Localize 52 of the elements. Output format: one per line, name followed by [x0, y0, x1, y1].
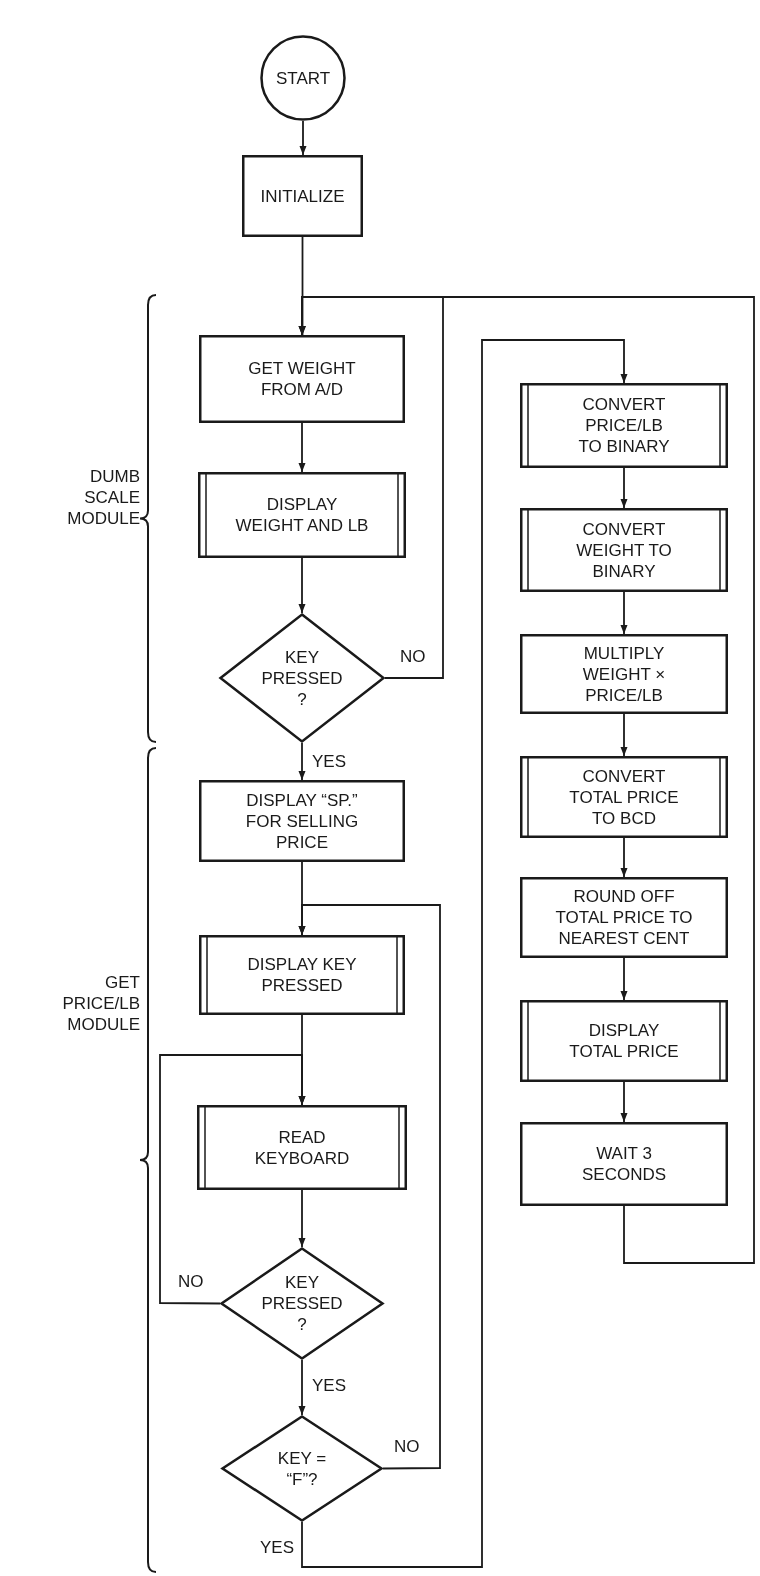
step-text: READ KEYBOARD — [253, 1126, 351, 1169]
step-text: KEY PRESSED ? — [260, 646, 344, 710]
step-text: DISPLAY TOTAL PRICE — [568, 1020, 680, 1062]
process-box — [199, 780, 405, 862]
subroutine-box — [520, 508, 728, 592]
subroutine-box — [520, 756, 728, 838]
step-text: INITIALIZE — [259, 185, 346, 207]
step-text: DISPLAY WEIGHT AND LB — [234, 494, 370, 536]
step-text: MULTIPLY WEIGHT × PRICE/LB — [581, 642, 667, 706]
step-text: KEY PRESSED ? — [260, 1272, 344, 1335]
flow-arrow — [298, 742, 306, 781]
flow-arrow — [620, 467, 628, 509]
flow-arrow — [298, 296, 755, 1264]
flow-arrow — [298, 1189, 306, 1248]
flow-arrow — [301, 339, 628, 1568]
flow-arrow — [620, 1081, 628, 1123]
process-box — [199, 335, 405, 423]
step-text: CONVERT PRICE/LB TO BINARY — [577, 394, 671, 457]
module-label: DUMB SCALE MODULE — [66, 466, 140, 529]
subroutine-box — [520, 383, 728, 468]
decision-diamond — [220, 1247, 384, 1360]
step-text: START — [274, 67, 332, 89]
start-terminal — [260, 35, 346, 121]
subroutine-box — [197, 1105, 407, 1190]
process-box — [520, 1122, 728, 1206]
step-text: DISPLAY “SP.” FOR SELLING PRICE — [244, 789, 360, 853]
flow-arrow — [298, 1359, 306, 1416]
step-text: GET WEIGHT FROM A/D — [247, 358, 357, 400]
process-box — [520, 634, 728, 714]
subroutine-box — [199, 935, 405, 1015]
step-text: ROUND OFF TOTAL PRICE TO NEAREST CENT — [554, 886, 694, 949]
flow-arrow — [620, 713, 628, 757]
step-text: CONVERT WEIGHT TO BINARY — [575, 518, 673, 582]
flow-arrow — [620, 591, 628, 635]
subroutine-box — [198, 472, 406, 558]
flow-arrow — [299, 120, 307, 156]
step-text: CONVERT TOTAL PRICE TO BCD — [568, 765, 680, 829]
flow-arrow — [620, 957, 628, 1001]
flow-arrow — [159, 1054, 306, 1305]
flow-arrow — [298, 422, 306, 473]
step-text: DISPLAY KEY PRESSED — [246, 954, 358, 996]
step-text: WAIT 3 SECONDS — [580, 1143, 668, 1185]
module-label: GET PRICE/LB MODULE — [61, 972, 140, 1035]
step-text: KEY = “F”? — [276, 1447, 328, 1490]
subroutine-box — [520, 1000, 728, 1082]
decision-diamond — [219, 613, 385, 743]
process-box — [520, 877, 728, 958]
flow-arrow — [298, 904, 441, 1470]
process-box — [242, 155, 363, 237]
flow-arrow — [620, 837, 628, 878]
flow-arrow — [298, 557, 306, 614]
decision-diamond — [221, 1415, 383, 1522]
